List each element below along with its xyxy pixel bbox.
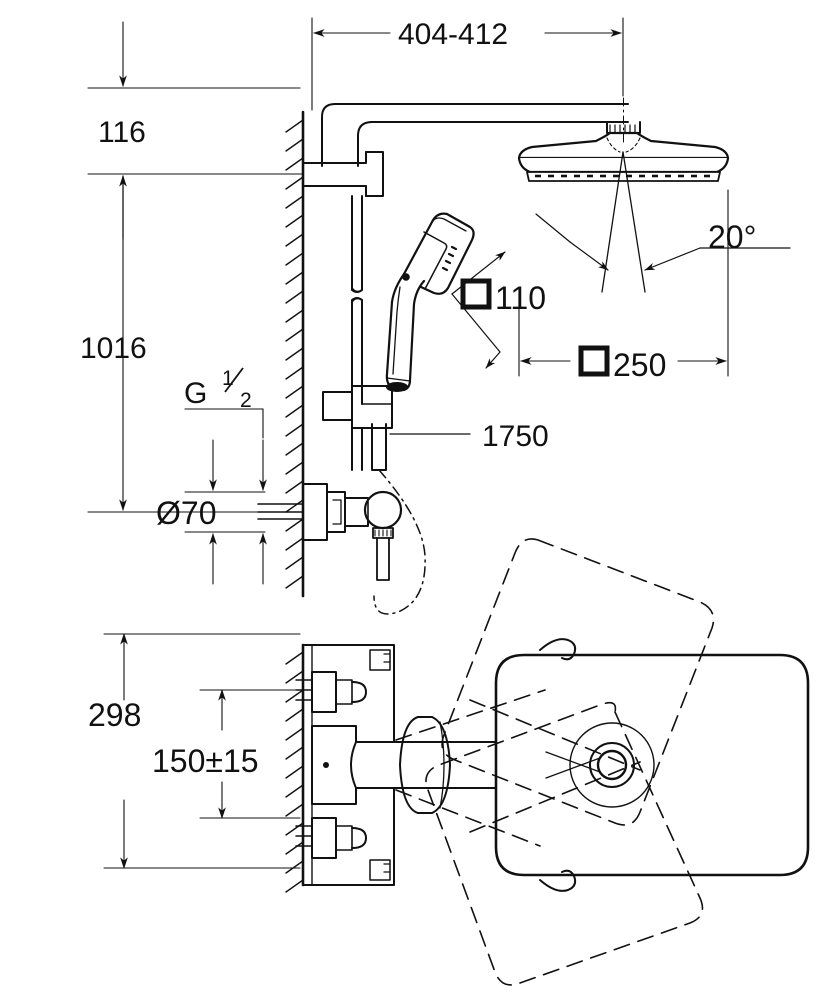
dimension-298 <box>103 633 301 869</box>
dimension-298-text: 298 <box>88 697 141 733</box>
dimension-116-text: 116 <box>98 116 146 149</box>
dimension-square-250-text: 250 <box>613 347 666 383</box>
thermostat-valve <box>257 483 403 581</box>
square-symbol-250 <box>578 345 610 377</box>
dimension-150-text: 150±15 <box>152 743 259 779</box>
dimension-square-250 <box>518 189 729 377</box>
head-shower <box>517 97 730 182</box>
thread-numerator: 1 <box>222 367 234 390</box>
dimension-150-plus-minus-15 <box>199 689 301 819</box>
wall-hatch-upper <box>285 110 305 598</box>
riser-rail <box>302 151 393 471</box>
dimension-thread-g-half <box>184 408 264 439</box>
dimension-404-412 <box>311 17 624 111</box>
thermostat-valve-plan <box>295 644 395 886</box>
dimension-1016-text: 1016 <box>80 332 147 365</box>
shower-arm <box>321 103 629 167</box>
dimension-diameter-70-text: Ø70 <box>156 495 216 531</box>
swivel-range-ghost <box>395 538 715 986</box>
dimension-angle-20deg-text: 20° <box>708 219 756 255</box>
dimension-square-110-text: 110 <box>495 280 546 316</box>
dimension-square-250-group: 250 <box>578 345 666 383</box>
dimension-diameter-70 <box>139 439 267 585</box>
dimension-square-110-group: 110 <box>460 278 546 316</box>
dimension-thread-g-half-text: G 1 2 <box>184 367 252 412</box>
swivel-head-plan <box>494 638 810 892</box>
dimension-angle-20deg <box>535 213 791 271</box>
dimension-404-412-text: 404-412 <box>398 18 508 51</box>
dimension-1750-text: 1750 <box>482 420 549 453</box>
wall-hatch-lower <box>285 643 305 893</box>
square-symbol-110 <box>460 278 492 310</box>
thread-g-letter: G <box>184 377 207 410</box>
shower-hose <box>373 469 426 615</box>
hand-shower <box>385 212 475 392</box>
thread-denominator: 2 <box>240 389 252 412</box>
dimension-1016 <box>87 175 301 513</box>
hand-shower-holder <box>371 423 387 471</box>
